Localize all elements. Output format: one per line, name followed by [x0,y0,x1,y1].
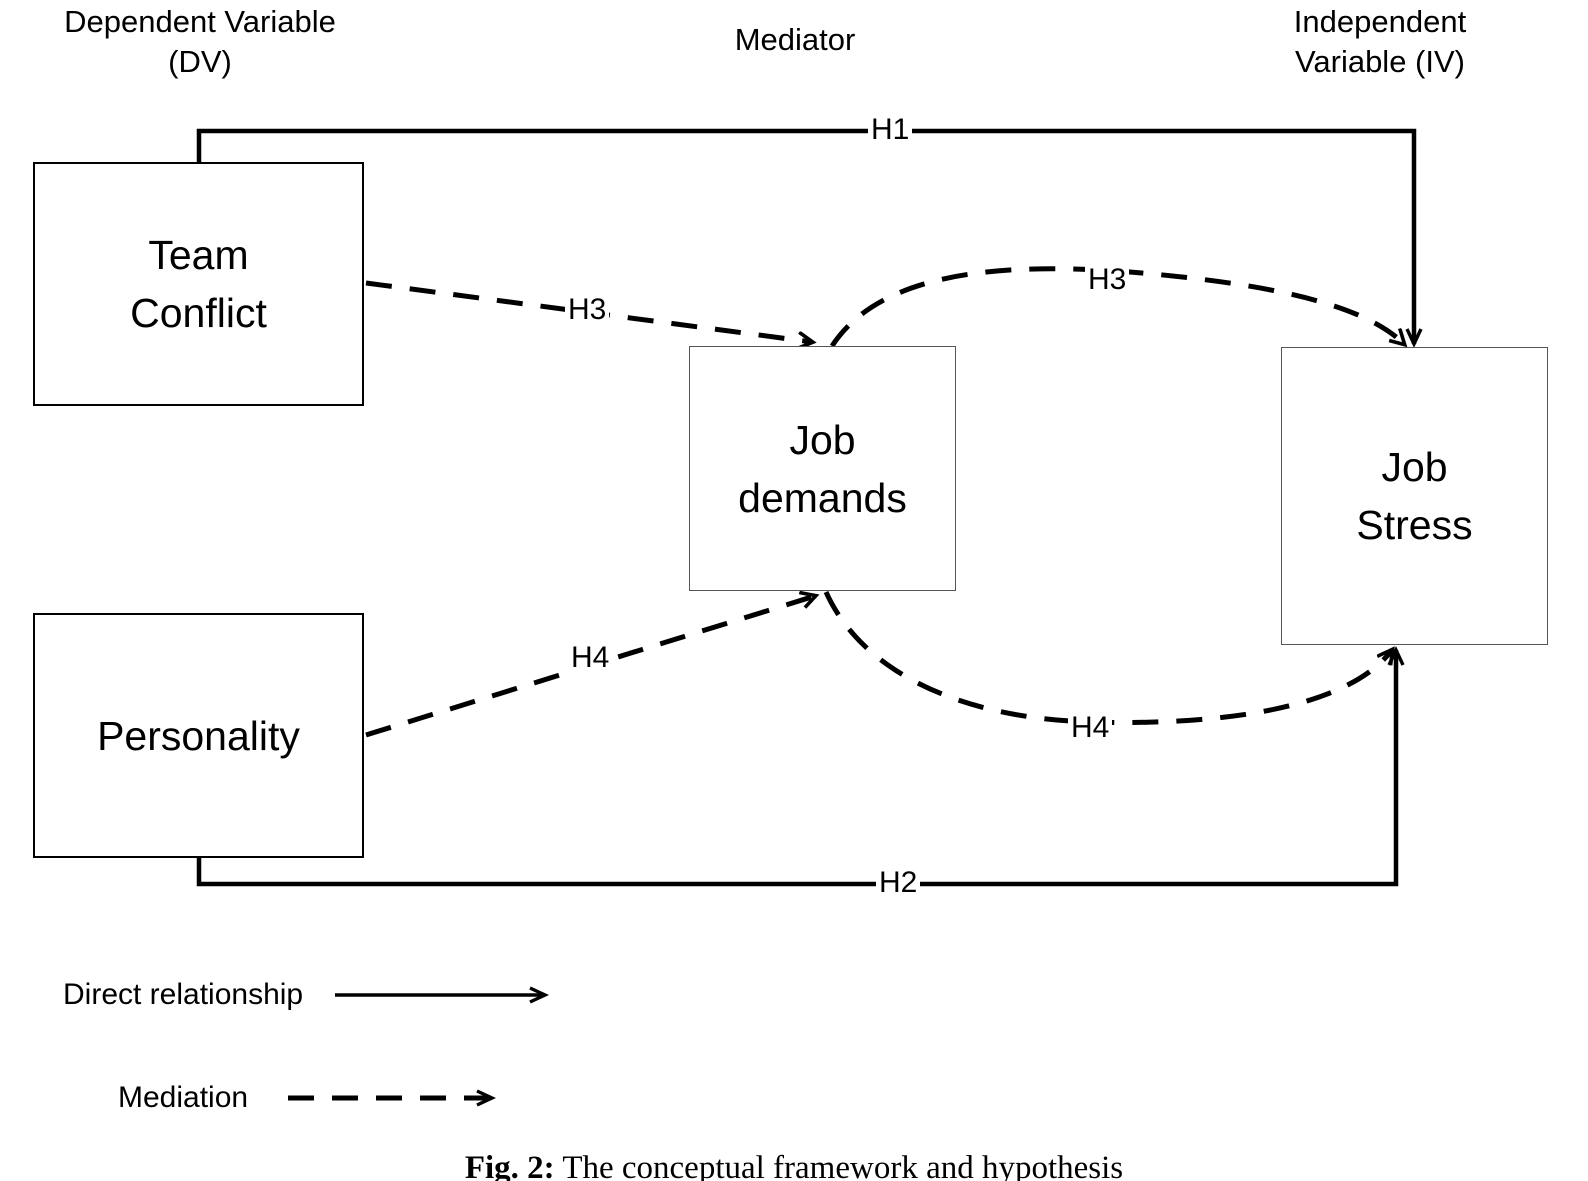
edge-label-h3-right: H3 [1085,265,1130,295]
node-job-stress: Job Stress [1281,347,1548,645]
legend-mediation-label: Mediation [118,1081,249,1114]
figure-caption-number: Fig. 2: [464,1150,555,1181]
node-job-stress-label: Job Stress [1356,444,1473,548]
node-job-demands: Job demands [689,346,956,591]
edge-label-h4-right: H4 [1068,713,1113,743]
node-team-conflict: Team Conflict [33,162,364,406]
edge-label-h1: H1 [868,115,913,145]
legend-item-direct-relationship: Direct relationship [63,975,563,1015]
solid-arrow-icon [335,986,550,1004]
column-header-dependent-variable: Dependent Variable (DV) [64,4,336,79]
edge-label-h2: H2 [876,868,921,898]
column-header-mediator: Mediator [734,22,856,57]
edge-h2 [196,645,1405,887]
figure-caption: Fig. 2: The conceptual framework and hyp… [0,1148,1588,1181]
node-personality: Personality [33,613,364,858]
figure-caption-text: The conceptual framework and hypothesis [554,1150,1124,1181]
edge-label-h3-left: H3 [565,295,610,325]
node-personality-label: Personality [97,712,300,759]
node-team-conflict-label: Team Conflict [130,232,267,336]
edge-label-h4-left: H4 [568,643,613,673]
edge-h1 [196,128,1423,349]
column-header-independent-variable: Independent Variable (IV) [1293,4,1467,79]
legend-direct-relationship-label: Direct relationship [63,978,304,1011]
legend-item-mediation: Mediation [118,1078,516,1118]
edge-h3-right [829,266,1404,348]
dashed-arrow-icon [288,1089,497,1107]
node-job-demands-label: Job demands [738,416,907,521]
